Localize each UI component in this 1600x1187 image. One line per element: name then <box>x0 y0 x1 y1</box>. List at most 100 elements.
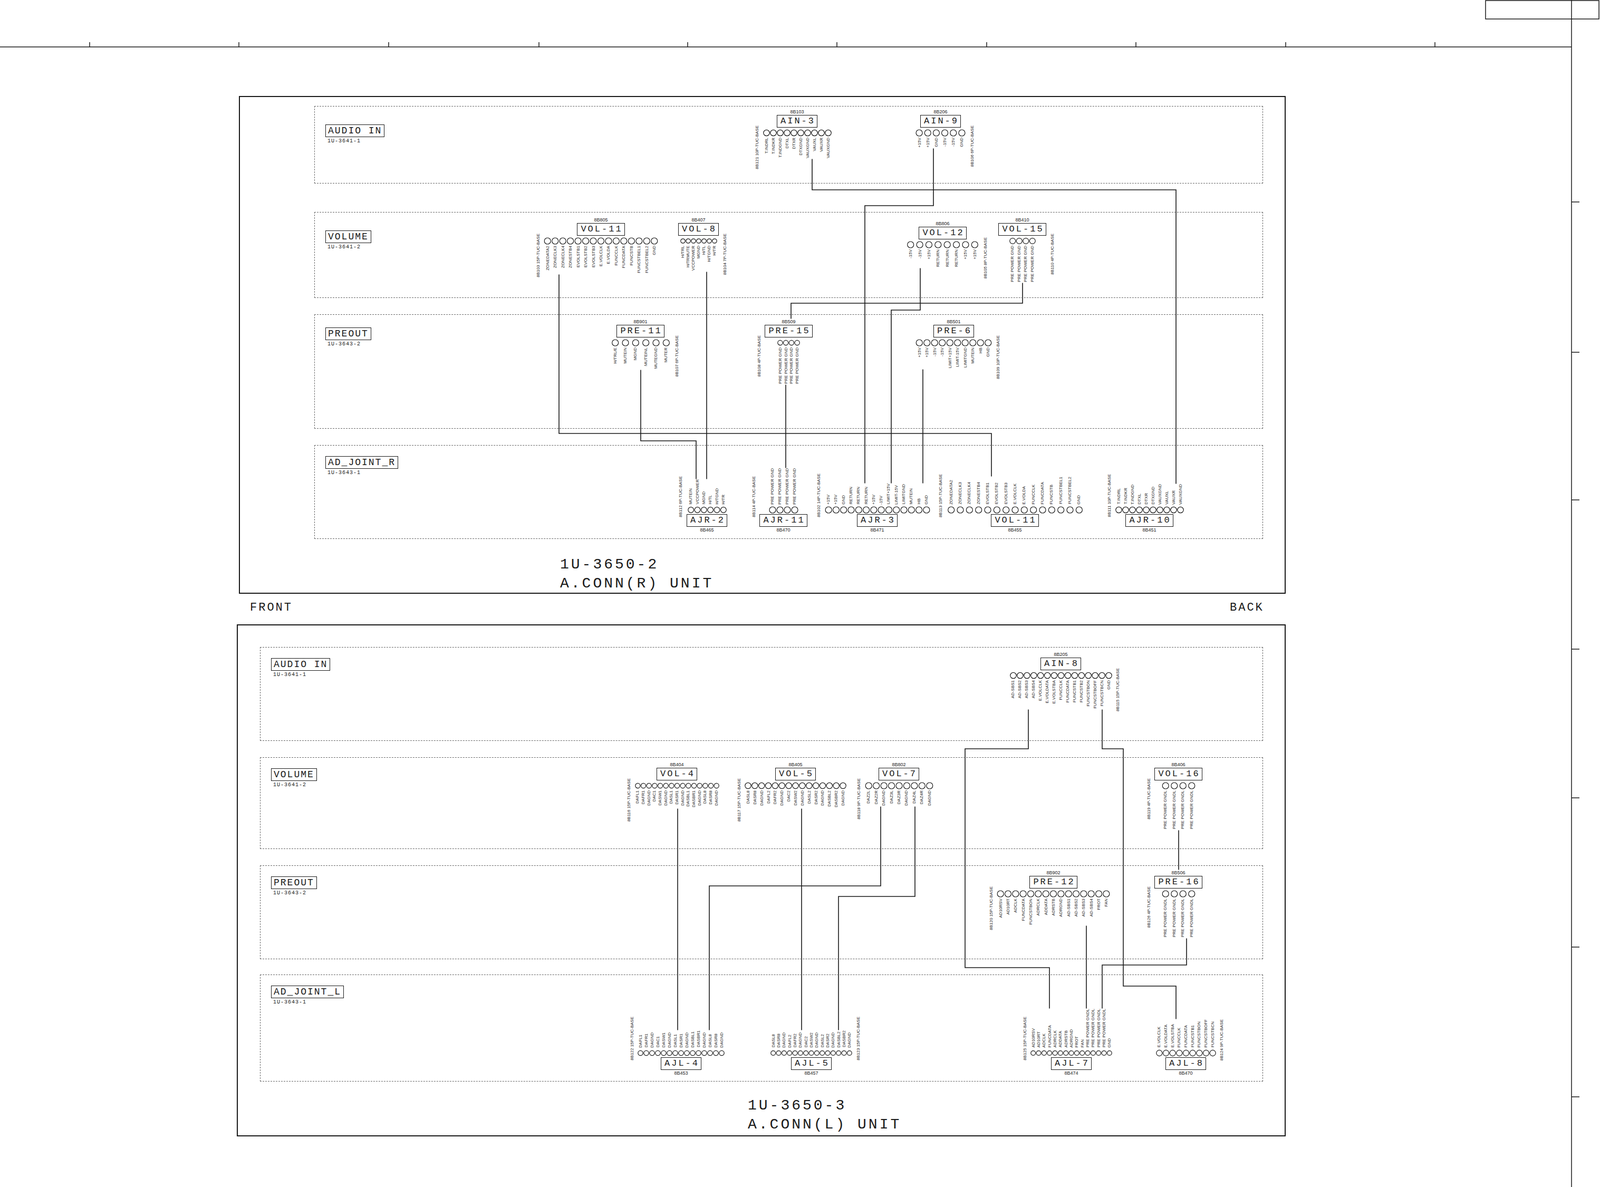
board-reference: 8B407 <box>691 217 706 223</box>
pin <box>947 506 954 514</box>
pin-name: EVOLSTB2 <box>583 245 589 268</box>
pin-name: ADCLK <box>1013 898 1018 913</box>
pin <box>783 340 789 345</box>
wire-bundle <box>1102 709 1177 1020</box>
pin <box>590 237 597 245</box>
pin-name: GND <box>841 495 846 505</box>
pin <box>1011 506 1019 514</box>
pin-name: EVOLSTB1 <box>985 482 990 505</box>
pin <box>752 782 758 789</box>
connector: 8B453AJL-4DAFL1DAFR1DAGNDDAC1DASW1DAGNDD… <box>636 1030 726 1077</box>
part-number: 8B124 9P-TUC-BASE <box>1219 1019 1225 1061</box>
pin <box>784 506 791 514</box>
pin <box>1122 506 1129 513</box>
pin-name: T.INDRL <box>1116 488 1122 505</box>
unit-caption: 1U-3650-3 <box>747 1096 847 1115</box>
pin <box>966 506 973 514</box>
pin <box>667 1050 672 1056</box>
pin-name: +15V <box>917 137 922 148</box>
pin <box>794 340 800 345</box>
pin-name: T.INDKR <box>1123 487 1129 505</box>
pin <box>661 1050 667 1056</box>
pin-name: DAGND <box>779 790 785 806</box>
pin-name: DAGND <box>697 790 702 806</box>
pin <box>1023 672 1030 679</box>
board-reference: 8B470 <box>776 527 790 533</box>
wire-bundle <box>1102 938 1187 1009</box>
board-section: 8B103AIN-3T.INDRLT.INDKRT.INDGNDDTXLDTXR… <box>314 105 1264 184</box>
pin-name: PRE POWER GNDL <box>1101 1008 1107 1048</box>
board-number: 1U-3643-1 <box>273 999 307 1006</box>
pin <box>788 340 794 345</box>
pin-name: ZONESTB4 <box>976 482 981 505</box>
pin <box>663 783 669 788</box>
pin-name: DAGND <box>814 1032 819 1048</box>
pin <box>1182 1049 1189 1056</box>
pin-header <box>946 506 1084 514</box>
pin-name: FUNCSTBOFF <box>1203 1019 1209 1048</box>
pin-name: FUNCDATA <box>621 245 626 268</box>
pin <box>701 1050 707 1056</box>
part-number: 8B113 15P-TUC-BASE <box>938 474 944 518</box>
pin <box>817 129 824 136</box>
pin-name: FUNCSTB2 <box>1078 680 1084 703</box>
pin <box>640 783 646 788</box>
connector-name: VOL-7 <box>878 767 920 781</box>
connector-name: AIN-9 <box>920 114 961 128</box>
connector-name: AJR-10 <box>1125 514 1173 527</box>
pin-header <box>768 506 799 514</box>
pin-name: DAGND <box>663 790 669 806</box>
pin <box>1101 1050 1107 1056</box>
orientation-label: BACK <box>1229 601 1265 615</box>
part-number: 8B122 15P-TUC-BASE <box>629 1016 635 1061</box>
pin <box>1189 1049 1196 1056</box>
pin-name: +15V <box>925 137 931 148</box>
pin-name: LIMITGND <box>962 347 968 368</box>
pin-name: DASR1 <box>674 790 680 805</box>
pin-name: ZONEDATA2 <box>948 479 954 505</box>
pin <box>567 237 574 245</box>
wire-bundle <box>709 806 881 1031</box>
connector: 8B806VOL-12-15V-15V+15VRETURNRETURNRETUR… <box>904 220 981 269</box>
part-number: 8B110 4P-TUC-BASE <box>1049 233 1056 275</box>
part-number: 8B117 15P-TUC-BASE <box>736 778 742 822</box>
pin-name: H/TL <box>701 245 707 255</box>
pin-header <box>905 241 980 249</box>
pin-name: ZONECLK3 <box>957 482 963 505</box>
connector-name: AJR-11 <box>759 514 807 527</box>
pin <box>985 339 992 346</box>
pin-name: DAZ3L <box>889 790 894 804</box>
pin-name: ZONECLK4 <box>966 482 972 505</box>
pin <box>1142 506 1149 513</box>
pin-name: ZONEDATA2 <box>545 245 551 271</box>
pin <box>1044 672 1050 679</box>
pin-name: MUTEIN <box>908 488 914 505</box>
pin <box>836 1050 842 1056</box>
pin-name: FUNCCLK <box>1176 1027 1182 1048</box>
pin <box>797 129 804 136</box>
pin <box>825 506 832 514</box>
pin-name: GND <box>651 245 657 256</box>
connector-name: PRE-11 <box>616 324 664 338</box>
wire-bundle <box>812 159 1177 485</box>
pin <box>1098 672 1105 679</box>
pin-name: DAZ4R <box>919 790 924 805</box>
pin-name: DAFL2 <box>787 1034 793 1048</box>
pin-name: LIMIT+15V <box>947 347 953 369</box>
connector: 8B471AJR-3+15V+15VGNDRETURNRETURNRETURN+… <box>823 483 932 534</box>
pin-name: -15V <box>878 495 884 505</box>
connector: 8B509PRE-15PRE POWER GNDPRE POWER GNDPRE… <box>763 319 814 385</box>
pin-name: DAGND <box>646 790 652 806</box>
pin <box>745 782 751 789</box>
board-reference: 8B455 <box>1007 527 1022 533</box>
connector-name: AJL-7 <box>1051 1057 1092 1071</box>
pin <box>1179 890 1187 898</box>
connector-name: VOL-16 <box>1154 767 1202 781</box>
pin <box>684 1050 690 1056</box>
pin-name: E.VOLCLK <box>1037 680 1043 701</box>
pin-name: DAGND <box>781 1032 787 1048</box>
pin <box>700 506 707 513</box>
pin-name: H/TRMUTE <box>685 245 691 268</box>
board-reference: 8B206 <box>933 109 948 115</box>
pin-name: DAC1 <box>651 790 657 802</box>
